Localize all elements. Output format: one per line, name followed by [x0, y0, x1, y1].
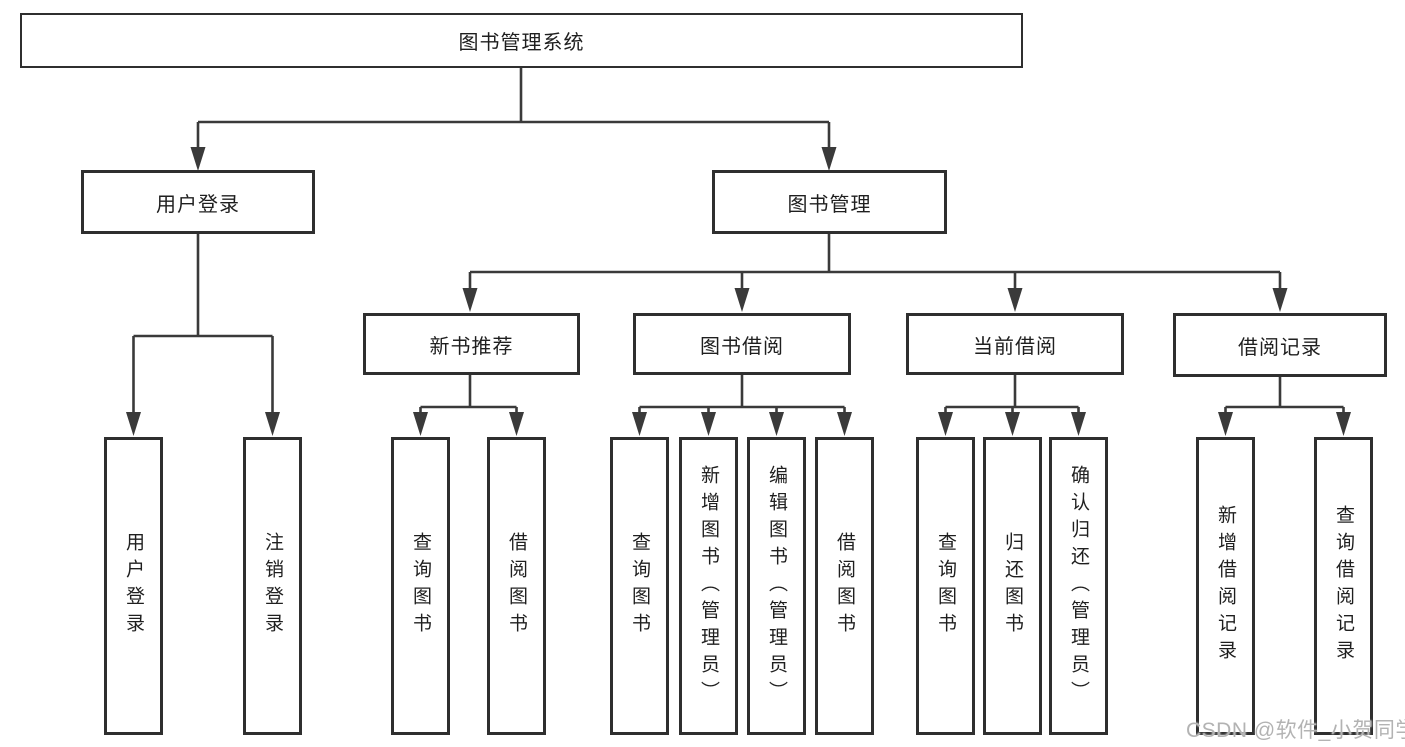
- leaf-records-query-record-label: 查询借阅记录: [1333, 505, 1354, 667]
- leaf-current-query-books-label: 查询图书: [935, 532, 956, 640]
- node-root-label: 图书管理系统: [458, 32, 585, 54]
- node-new-book-recommend-label: 新书推荐: [429, 335, 514, 358]
- leaf-current-confirm-return-admin: 确认归还（管理员）: [1049, 437, 1108, 735]
- node-current-borrowing: 当前借阅: [906, 313, 1124, 375]
- leaf-user-login: 用户登录: [104, 437, 163, 735]
- node-book-management: 图书管理: [712, 170, 947, 234]
- node-book-borrowing: 图书借阅: [633, 313, 851, 375]
- node-root: 图书管理系统: [20, 13, 1023, 68]
- node-book-management-label: 图书管理: [787, 193, 872, 216]
- leaf-logout-label: 注销登录: [262, 532, 283, 640]
- leaf-user-login-label: 用户登录: [123, 532, 144, 640]
- leaf-borrow-edit-books-admin: 编辑图书（管理员）: [747, 437, 806, 735]
- leaf-logout: 注销登录: [243, 437, 302, 735]
- leaf-current-confirm-return-admin-label: 确认归还（管理员）: [1068, 464, 1089, 708]
- node-current-borrowing-label: 当前借阅: [973, 335, 1057, 358]
- leaf-newbook-query-books-label: 查询图书: [410, 532, 431, 640]
- leaf-borrow-query-books-label: 查询图书: [629, 532, 650, 640]
- watermark-text: CSDN @软件_小贺同学: [1186, 719, 1405, 742]
- node-book-borrowing-label: 图书借阅: [700, 335, 784, 358]
- node-user-login: 用户登录: [81, 170, 315, 234]
- leaf-borrow-query-books: 查询图书: [610, 437, 669, 735]
- leaf-newbook-query-books: 查询图书: [391, 437, 450, 735]
- leaf-current-query-books: 查询图书: [916, 437, 975, 735]
- leaf-newbook-borrow-books: 借阅图书: [487, 437, 546, 735]
- leaf-newbook-borrow-books-label: 借阅图书: [506, 532, 527, 640]
- leaf-records-add-record-label: 新增借阅记录: [1215, 505, 1236, 667]
- node-user-login-label: 用户登录: [156, 193, 240, 216]
- leaf-borrow-borrow-books: 借阅图书: [815, 437, 874, 735]
- leaf-borrow-borrow-books-label: 借阅图书: [834, 532, 855, 640]
- node-borrowing-records: 借阅记录: [1173, 313, 1387, 377]
- leaf-records-query-record: 查询借阅记录: [1314, 437, 1373, 735]
- leaf-borrow-edit-books-admin-label: 编辑图书（管理员）: [766, 464, 787, 708]
- leaf-borrow-add-books-admin: 新增图书（管理员）: [679, 437, 738, 735]
- leaf-records-add-record: 新增借阅记录: [1196, 437, 1255, 735]
- leaf-borrow-add-books-admin-label: 新增图书（管理员）: [698, 464, 719, 708]
- node-borrowing-records-label: 借阅记录: [1238, 336, 1322, 359]
- leaf-current-return-books: 归还图书: [983, 437, 1042, 735]
- leaf-current-return-books-label: 归还图书: [1002, 532, 1023, 640]
- node-new-book-recommend: 新书推荐: [363, 313, 580, 375]
